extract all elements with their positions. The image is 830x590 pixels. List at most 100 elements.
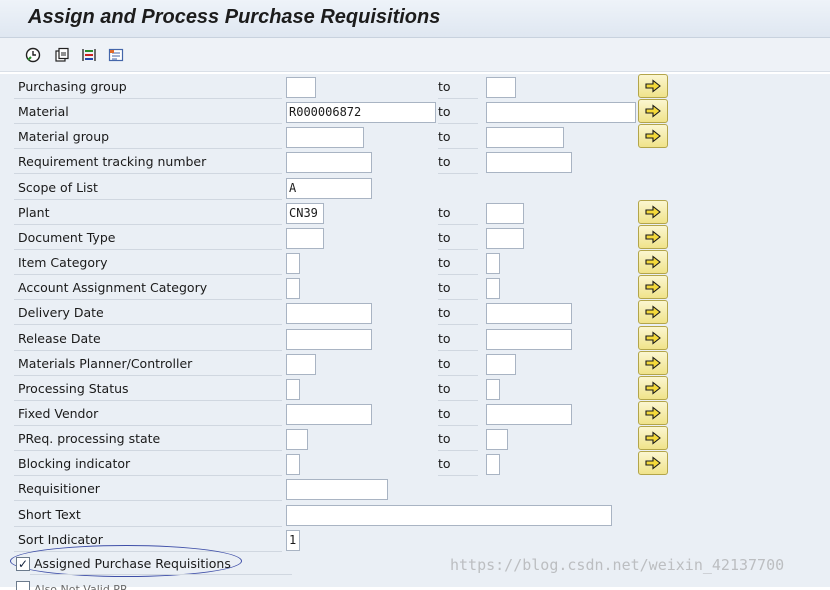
to-label: to bbox=[438, 428, 478, 452]
page-title: Assign and Process Purchase Requisitions bbox=[28, 6, 441, 28]
preq-processing-state-low-input[interactable] bbox=[286, 429, 308, 451]
multiple-selection-button[interactable] bbox=[638, 426, 668, 451]
label-requirement-tracking-number: Requirement tracking number bbox=[14, 151, 282, 175]
assigned-pr-checkbox[interactable]: ✓ bbox=[16, 557, 30, 571]
selection-screen bbox=[0, 74, 830, 587]
watermark: https://blog.csdn.net/weixin_42137700 bbox=[450, 556, 785, 574]
application-toolbar bbox=[0, 38, 830, 72]
scope-of-list-low-input[interactable]: A bbox=[286, 177, 372, 199]
arrow-right-icon bbox=[645, 381, 661, 395]
multiple-selection-button[interactable] bbox=[638, 250, 668, 275]
short-text-low-input[interactable] bbox=[286, 504, 612, 526]
label-item-category: Item Category bbox=[14, 252, 282, 276]
delivery-date-high-input[interactable] bbox=[486, 303, 572, 325]
fixed-vendor-high-input[interactable] bbox=[486, 403, 572, 425]
execute-clock-icon[interactable] bbox=[24, 46, 42, 64]
multiple-selection-button[interactable] bbox=[638, 300, 668, 325]
to-label: to bbox=[438, 202, 478, 225]
to-label: to bbox=[438, 76, 478, 99]
item-category-high-input[interactable] bbox=[486, 253, 500, 275]
to-label: to bbox=[438, 227, 478, 250]
next-checkbox-label: Also Not Valid PR bbox=[34, 583, 128, 590]
get-variant-icon[interactable] bbox=[53, 46, 71, 64]
processing-status-high-input[interactable] bbox=[486, 378, 500, 400]
to-label: to bbox=[438, 126, 478, 150]
requisitioner-low-input[interactable] bbox=[286, 479, 388, 501]
materials-planner-controller-high-input[interactable] bbox=[486, 353, 516, 375]
arrow-right-icon bbox=[645, 356, 661, 370]
to-label: to bbox=[438, 453, 478, 477]
multiple-selection-button[interactable] bbox=[638, 74, 668, 98]
to-label: to bbox=[438, 151, 478, 175]
multiple-selection-button[interactable] bbox=[638, 99, 668, 124]
preq-processing-state-high-input[interactable] bbox=[486, 429, 508, 451]
arrow-right-icon bbox=[645, 129, 661, 143]
assigned-pr-checkbox-row[interactable]: ✓ Assigned Purchase Requisitions bbox=[14, 553, 292, 575]
label-material: Material bbox=[14, 101, 282, 125]
release-date-high-input[interactable] bbox=[486, 328, 572, 350]
to-label: to bbox=[438, 252, 478, 276]
multiple-selection-button[interactable] bbox=[638, 375, 668, 400]
processing-status-low-input[interactable] bbox=[286, 378, 300, 400]
material-high-input[interactable] bbox=[486, 102, 636, 124]
material-group-high-input[interactable] bbox=[486, 127, 564, 149]
selection-options-icon[interactable] bbox=[80, 46, 98, 64]
label-delivery-date: Delivery Date bbox=[14, 302, 282, 326]
delivery-date-low-input[interactable] bbox=[286, 303, 372, 325]
multiple-selection-button[interactable] bbox=[638, 451, 668, 476]
multiple-selection-button[interactable] bbox=[638, 199, 668, 224]
blocking-indicator-high-input[interactable] bbox=[486, 454, 500, 476]
plant-low-input[interactable]: CN39 bbox=[286, 202, 324, 224]
account-assignment-category-high-input[interactable] bbox=[486, 278, 500, 300]
blocking-indicator-low-input[interactable] bbox=[286, 454, 300, 476]
multiple-selection-button[interactable] bbox=[638, 325, 668, 350]
dynamic-selections-icon[interactable] bbox=[107, 46, 125, 64]
next-checkbox-row[interactable]: Also Not Valid PR bbox=[14, 578, 314, 590]
material-low-input[interactable]: R000006872 bbox=[286, 102, 436, 124]
label-account-assignment-category: Account Assignment Category bbox=[14, 277, 282, 301]
multiple-selection-button[interactable] bbox=[638, 275, 668, 300]
arrow-right-icon bbox=[645, 305, 661, 319]
multiple-selection-button[interactable] bbox=[638, 124, 668, 149]
multiple-selection-button[interactable] bbox=[638, 224, 668, 249]
arrow-right-icon bbox=[645, 104, 661, 118]
to-label: to bbox=[438, 403, 478, 426]
purchasing-group-high-input[interactable] bbox=[486, 77, 516, 98]
fixed-vendor-low-input[interactable] bbox=[286, 403, 372, 425]
arrow-right-icon bbox=[645, 406, 661, 420]
release-date-low-input[interactable] bbox=[286, 328, 372, 350]
document-type-low-input[interactable] bbox=[286, 227, 324, 249]
purchasing-group-low-input[interactable] bbox=[286, 77, 316, 98]
requirement-tracking-number-low-input[interactable] bbox=[286, 152, 372, 174]
arrow-right-icon bbox=[645, 205, 661, 219]
materials-planner-controller-low-input[interactable] bbox=[286, 353, 316, 375]
multiple-selection-button[interactable] bbox=[638, 400, 668, 425]
plant-high-input[interactable] bbox=[486, 202, 524, 224]
sort-indicator-low-input[interactable]: 1 bbox=[286, 529, 300, 551]
row-requisitioner: Requisitioner bbox=[14, 478, 830, 502]
arrow-right-icon bbox=[645, 280, 661, 294]
arrow-right-icon bbox=[645, 456, 661, 470]
label-requisitioner: Requisitioner bbox=[14, 478, 282, 502]
item-category-low-input[interactable] bbox=[286, 253, 300, 275]
label-release-date: Release Date bbox=[14, 328, 282, 351]
label-sort-indicator: Sort Indicator bbox=[14, 529, 282, 552]
requirement-tracking-number-high-input[interactable] bbox=[486, 152, 572, 174]
document-type-high-input[interactable] bbox=[486, 227, 524, 249]
to-label: to bbox=[438, 277, 478, 301]
to-label: to bbox=[438, 353, 478, 376]
material-group-low-input[interactable] bbox=[286, 127, 364, 149]
account-assignment-category-low-input[interactable] bbox=[286, 278, 300, 300]
multiple-selection-button[interactable] bbox=[638, 350, 668, 375]
to-label: to bbox=[438, 101, 478, 125]
next-checkbox[interactable] bbox=[16, 581, 30, 590]
label-preq-processing-state: PReq. processing state bbox=[14, 428, 282, 452]
label-blocking-indicator: Blocking indicator bbox=[14, 453, 282, 477]
